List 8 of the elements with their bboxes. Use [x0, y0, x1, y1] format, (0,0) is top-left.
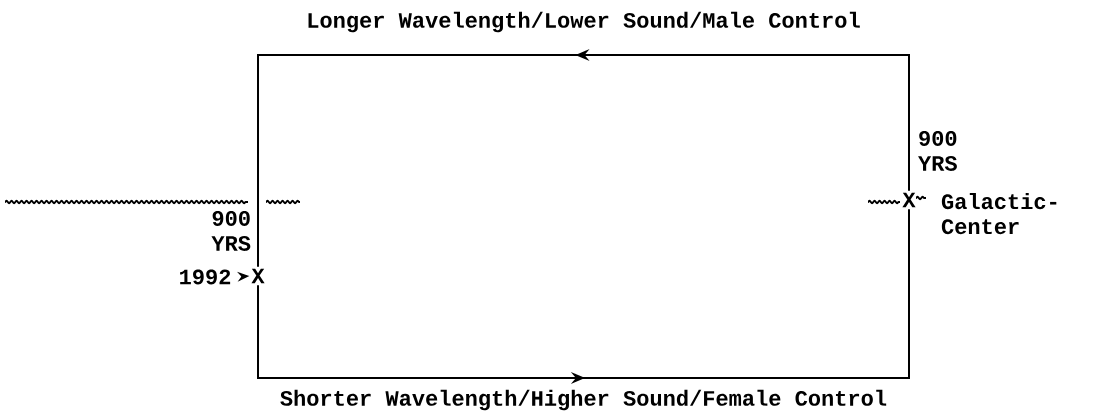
text-label: 900 YRS	[211, 211, 251, 251]
x-mark: X	[251, 268, 265, 284]
x-mark: X	[902, 192, 916, 208]
edge-label: Shorter Wavelength/Higher Sound/Female Control	[278, 388, 889, 412]
text-label: Galactic- Center	[941, 193, 1057, 235]
edge-label: Longer Wavelength/Lower Sound/Male Control	[305, 10, 862, 34]
text-label: 900 YRS	[918, 131, 957, 171]
year-label: 1992	[180, 269, 231, 285]
